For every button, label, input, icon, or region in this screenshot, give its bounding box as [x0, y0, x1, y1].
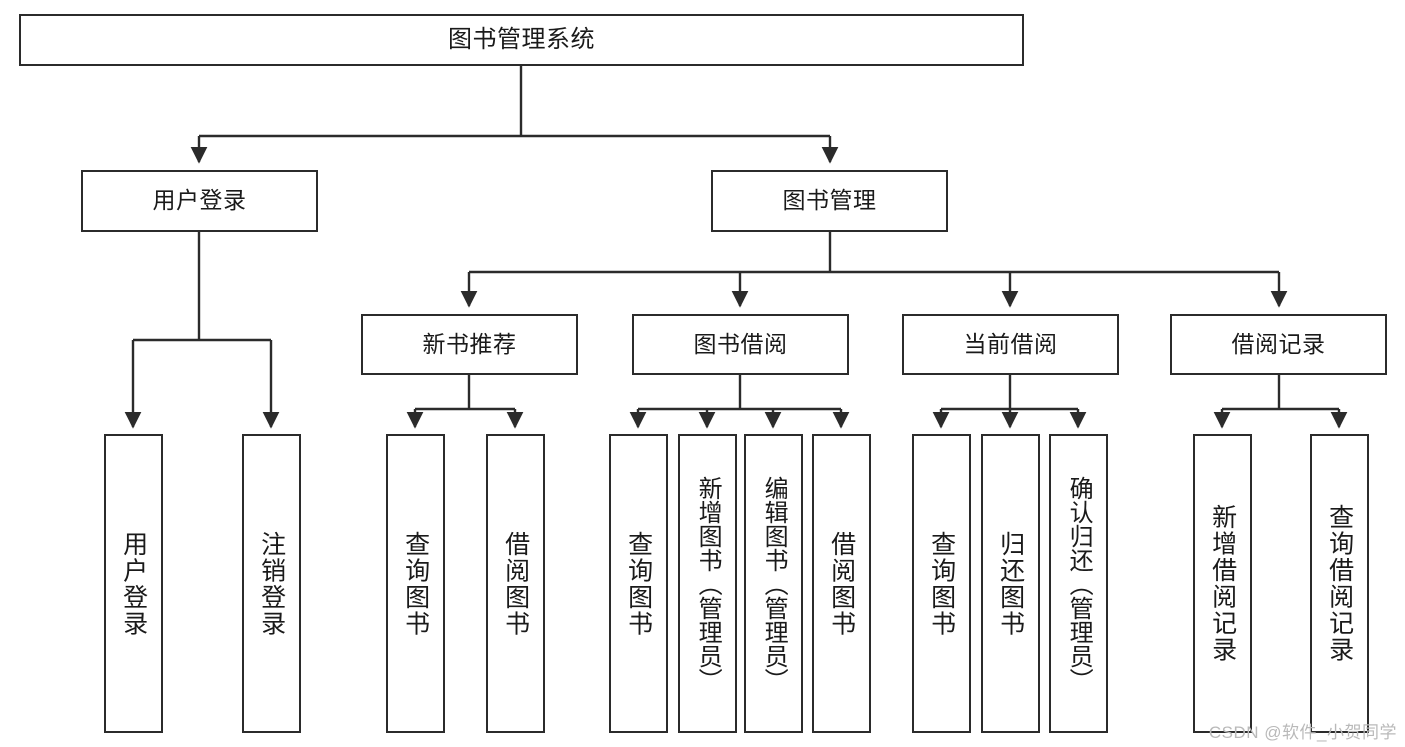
- leaf-borrow-edit-book-admin[interactable]: 编辑图书（管理员）: [744, 434, 803, 733]
- leaf-current-confirm-return-admin[interactable]: 确认归还（管理员）: [1049, 434, 1108, 733]
- node-book-management[interactable]: 图书管理: [711, 170, 948, 232]
- node-book-borrow[interactable]: 图书借阅: [632, 314, 849, 375]
- node-current-borrow[interactable]: 当前借阅: [902, 314, 1119, 375]
- leaf-user-login[interactable]: 用户登录: [104, 434, 163, 733]
- node-label: 查询图书: [401, 530, 430, 637]
- node-label: 图书借阅: [693, 330, 788, 357]
- leaf-record-query-borrow-record[interactable]: 查询借阅记录: [1310, 434, 1369, 733]
- node-label: 用户登录: [152, 187, 247, 214]
- node-label: 注销登录: [257, 530, 286, 637]
- leaf-recommend-borrow-book[interactable]: 借阅图书: [486, 434, 545, 733]
- node-new-book-recommend[interactable]: 新书推荐: [361, 314, 578, 375]
- leaf-recommend-query-book[interactable]: 查询图书: [386, 434, 445, 733]
- node-label: 新书推荐: [422, 330, 517, 357]
- node-label: 新增图书（管理员）: [694, 475, 722, 692]
- node-label: 新增借阅记录: [1208, 504, 1237, 663]
- node-label: 用户登录: [119, 530, 148, 637]
- csdn-watermark: CSDN @软件_小贺同学: [1208, 723, 1397, 742]
- node-label: 确认归还（管理员）: [1065, 475, 1093, 692]
- node-borrow-record[interactable]: 借阅记录: [1170, 314, 1387, 375]
- leaf-record-add-borrow-record[interactable]: 新增借阅记录: [1193, 434, 1252, 733]
- leaf-current-query-book[interactable]: 查询图书: [912, 434, 971, 733]
- node-label: 当前借阅: [963, 330, 1058, 357]
- leaf-borrow-add-book-admin[interactable]: 新增图书（管理员）: [678, 434, 737, 733]
- node-label: 编辑图书（管理员）: [760, 475, 788, 692]
- node-label: 图书管理: [782, 187, 877, 214]
- node-root-system[interactable]: 图书管理系统: [19, 14, 1024, 66]
- node-label: 查询图书: [624, 530, 653, 637]
- node-label: 查询借阅记录: [1325, 504, 1354, 663]
- node-label: 查询图书: [927, 530, 956, 637]
- node-label: 归还图书: [996, 530, 1025, 637]
- node-user-login[interactable]: 用户登录: [81, 170, 318, 232]
- leaf-borrow-borrow-book[interactable]: 借阅图书: [812, 434, 871, 733]
- leaf-user-logout[interactable]: 注销登录: [242, 434, 301, 733]
- node-label: 借阅图书: [501, 530, 530, 637]
- node-label: 借阅记录: [1231, 330, 1326, 357]
- node-label: 图书管理系统: [448, 25, 595, 53]
- node-label: 借阅图书: [827, 530, 856, 637]
- leaf-borrow-query-book[interactable]: 查询图书: [609, 434, 668, 733]
- leaf-current-return-book[interactable]: 归还图书: [981, 434, 1040, 733]
